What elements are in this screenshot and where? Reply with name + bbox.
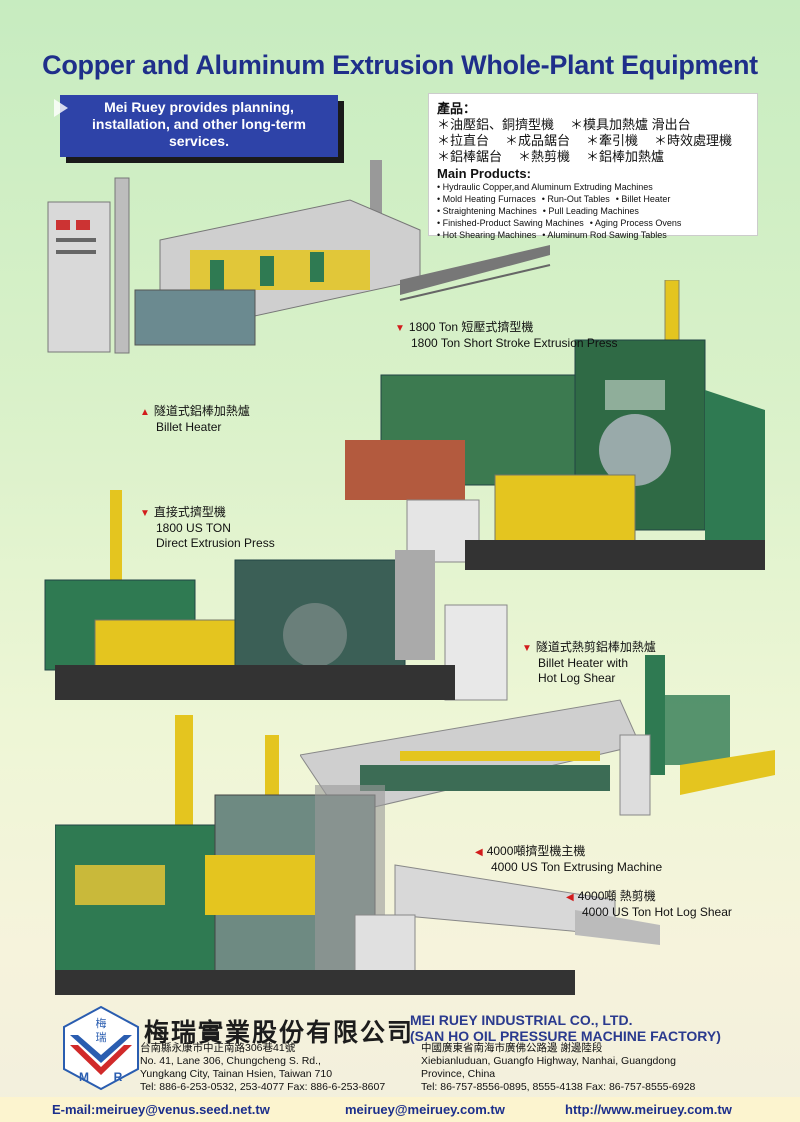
caption-en: Billet Heater with <box>538 656 629 670</box>
address-taiwan: 台南縣永康市中正南路306巷41號 No. 41, Lane 306, Chun… <box>140 1042 385 1094</box>
products-en-row: • Hot Shearing Machines • Aluminum Rod Sa… <box>437 229 749 241</box>
address-china: 中國廣東省南海市廣佛公路邊 謝邊陸段 Xiebianluduan, Guangf… <box>421 1042 695 1094</box>
product-zh-item: ＊熱剪機 <box>518 149 571 164</box>
products-zh-row: ＊鋁棒鋸台 ＊熱剪機 ＊鋁棒加熱爐 <box>437 149 749 165</box>
product-en-item: • Finished-Product Sawing Machines <box>437 218 584 228</box>
company-name-en: MEI RUEY INDUSTRIAL CO., LTD. (SAN HO OI… <box>410 1012 721 1044</box>
caption-en: Billet Heater <box>156 420 222 434</box>
products-zh-heading: 產品： <box>437 101 477 116</box>
logo-char-mid: 瑞 <box>96 1030 107 1044</box>
product-en-item: • Hydraulic Copper,and Aluminum Extrudin… <box>437 182 653 192</box>
product-en-item: • Mold Heating Furnaces <box>437 194 536 204</box>
company-logo: 梅 瑞 M R <box>58 1005 144 1091</box>
address-cn-tel: Tel: 86-757-8556-0895, 8555-4138 Fax: 86… <box>421 1081 696 1093</box>
product-zh-item: ＊鋁棒鋸台 <box>437 149 503 164</box>
product-zh-item: ＊時效處理機 <box>654 133 733 148</box>
caption-4000-shear: ◀4000噸 熱剪機 4000 US Ton Hot Log Shear <box>566 889 732 920</box>
address-cn-zh: 中國廣東省南海市廣佛公路邊 謝邊陸段 <box>421 1042 603 1054</box>
banner-text: Mei Ruey provides planning, installation… <box>92 99 306 149</box>
caption-zh: 4000噸擠型機主機 <box>486 844 586 858</box>
product-en-item: • Hot Shearing Machines <box>437 230 537 240</box>
products-en-row: • Mold Heating Furnaces • Run-Out Tables •… <box>437 193 749 205</box>
address-tw-line1: No. 41, Lane 306, Chungcheng S. Rd., <box>140 1055 321 1067</box>
banner-arrow-icon <box>54 99 68 117</box>
page-title: Copper and Aluminum Extrusion Whole-Plan… <box>42 50 758 80</box>
products-zh-row: ＊拉直台 ＊成品鋸台 ＊牽引機 ＊時效處理機 <box>437 133 749 149</box>
caption-direct-press: ▼直接式擠型機 1800 US TON Direct Extrusion Pre… <box>140 505 275 551</box>
products-zh-row: ＊油壓鋁、銅擠型機 ＊模具加熱爐 滑出台 <box>437 117 749 133</box>
product-en-item: • Run-Out Tables <box>541 194 610 204</box>
products-en-heading: Main Products: <box>437 166 531 181</box>
logo-char-top: 梅 <box>96 1016 107 1030</box>
direct-press-photo <box>35 490 515 720</box>
caption-en: 1800 US TON <box>156 521 231 535</box>
caption-1800-press: ▼1800 Ton 短壓式擠型機 1800 Ton Short Stroke E… <box>395 320 618 351</box>
product-zh-item: ＊鋁棒加熱爐 <box>586 149 665 164</box>
marker-down-icon: ▼ <box>140 508 150 519</box>
caption-billet-heater: ▲隧道式鋁棒加熱爐 Billet Heater <box>140 404 250 435</box>
company-name-en-line1: MEI RUEY INDUSTRIAL CO., LTD. <box>410 1012 633 1028</box>
product-zh-item: ＊拉直台 <box>437 133 490 148</box>
marker-down-icon: ▼ <box>395 323 405 334</box>
machine-4000-photo <box>55 715 665 1000</box>
marker-left-icon: ◀ <box>475 847 483 858</box>
products-en-row: • Finished-Product Sawing Machines • Agin… <box>437 217 749 229</box>
logo-letter-r: R <box>114 1070 123 1084</box>
caption-en: Direct Extrusion Press <box>156 536 275 550</box>
product-en-item: • Aging Process Ovens <box>589 218 682 228</box>
product-en-item: • Aluminum Rod Sawing Tables <box>542 230 667 240</box>
marker-down-icon: ▼ <box>522 643 532 654</box>
billet-heater-photo <box>40 160 560 400</box>
product-zh-item: ＊牽引機 <box>586 133 639 148</box>
product-en-item: • Straightening Machines <box>437 206 537 216</box>
email-link-1[interactable]: E-mail:meiruey@venus.seed.net.tw <box>52 1102 270 1117</box>
address-tw-line2: Yungkang City, Tainan Hsien, Taiwan 710 <box>140 1068 333 1080</box>
product-zh-item: ＊模具加熱爐 滑出台 <box>570 117 691 132</box>
address-tw-zh: 台南縣永康市中正南路306巷41號 <box>140 1042 296 1054</box>
caption-en: 1800 Ton Short Stroke Extrusion Press <box>411 336 618 350</box>
product-zh-item: ＊油壓鋁、銅擠型機 <box>437 117 555 132</box>
products-en-row: • Straightening Machines • Pull Leading M… <box>437 205 749 217</box>
caption-zh: 隧道式熱剪鋁棒加熱爐 <box>535 640 656 654</box>
address-cn-line1: Xiebianluduan, Guangfo Highway, Nanhai, … <box>421 1055 676 1067</box>
caption-billet-shear: ▼隧道式熱剪鋁棒加熱爐 Billet Heater with Hot Log S… <box>522 640 656 686</box>
company-name-en-line2: (SAN HO OIL PRESSURE MACHINE FACTORY) <box>410 1028 721 1044</box>
address-tw-tel: Tel: 886-6-253-0532, 253-4077 Fax: 886-6… <box>140 1081 386 1093</box>
products-en-row: • Hydraulic Copper,and Aluminum Extrudin… <box>437 181 749 193</box>
main-products-box: 產品： ＊油壓鋁、銅擠型機 ＊模具加熱爐 滑出台 ＊拉直台 ＊成品鋸台 ＊牽引機 ＊時效… <box>428 93 758 240</box>
product-en-item: • Pull Leading Machines <box>542 206 639 216</box>
address-cn-line2: Province, China <box>421 1068 496 1080</box>
caption-4000-machine: ◀4000噸擠型機主機 4000 US Ton Extrusing Machin… <box>475 844 662 875</box>
caption-zh: 隧道式鋁棒加熱爐 <box>153 404 250 418</box>
short-stroke-press-photo <box>345 280 785 580</box>
contact-footer: E-mail:meiruey@venus.seed.net.tw meiruey… <box>0 1097 800 1122</box>
product-zh-item: ＊成品鋸台 <box>505 133 571 148</box>
caption-en: Hot Log Shear <box>538 671 616 685</box>
product-en-item: • Billet Heater <box>615 194 671 204</box>
services-banner: Mei Ruey provides planning, installation… <box>54 95 338 157</box>
caption-zh: 直接式擠型機 <box>153 505 226 519</box>
company-name-zh: 梅瑞實業股份有限公司 <box>144 1018 415 1047</box>
marker-left-icon: ◀ <box>566 892 574 903</box>
caption-zh: 4000噸 熱剪機 <box>577 889 656 903</box>
caption-zh: 1800 Ton 短壓式擠型機 <box>408 320 534 334</box>
caption-en: 4000 US Ton Extrusing Machine <box>491 860 663 874</box>
website-link[interactable]: http://www.meiruey.com.tw <box>565 1102 732 1117</box>
caption-en: 4000 US Ton Hot Log Shear <box>582 905 732 919</box>
marker-up-icon: ▲ <box>140 407 150 418</box>
logo-letter-m: M <box>79 1070 89 1084</box>
email-link-2[interactable]: meiruey@meiruey.com.tw <box>345 1102 505 1117</box>
